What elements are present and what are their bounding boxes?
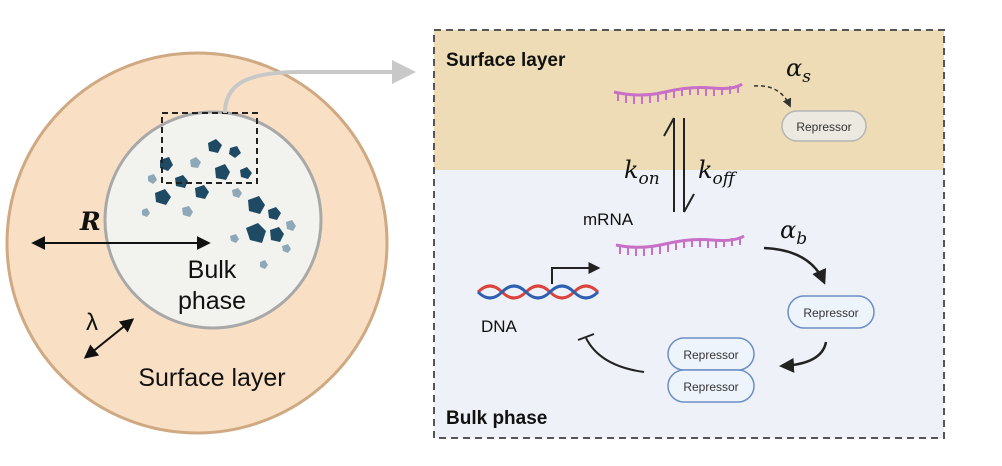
particle (160, 157, 173, 171)
zoom-connector (223, 70, 395, 114)
bulk-phase-title: Bulk phase (446, 408, 547, 429)
particle (148, 174, 157, 184)
particle (155, 189, 171, 205)
particle (208, 139, 222, 153)
dimer-repressor-top-label: Repressor (683, 348, 738, 362)
surface-mrna (613, 82, 743, 104)
dna-helix (476, 284, 600, 300)
k-on-label: kon (624, 156, 660, 189)
particle (230, 234, 239, 243)
particle (270, 227, 284, 242)
bulk-mrna (615, 234, 745, 256)
particle (190, 157, 201, 168)
particle (182, 206, 193, 217)
particle (260, 260, 268, 269)
particle-cluster (142, 139, 296, 269)
alpha-s-label: αs (786, 54, 811, 87)
dimer-repressor-bottom (667, 369, 755, 403)
dna-label: DNA (481, 317, 518, 336)
particle (240, 167, 252, 179)
k-off-label: koff (698, 156, 738, 189)
repression-bar (577, 333, 595, 341)
particle (229, 146, 241, 158)
particle (248, 196, 265, 214)
bulk-phase-label-line1: Bulk (188, 256, 237, 284)
particle (232, 188, 242, 198)
bulk-repressor (787, 295, 875, 329)
zoomed-panel: Surface layer Bulk phase αs Repressor (433, 29, 945, 439)
repression-arrow (585, 337, 645, 373)
particle (268, 207, 281, 220)
bulk-phase-label-line2: phase (178, 287, 246, 315)
dimerization-arrow (779, 341, 828, 373)
zoom-region-box (161, 112, 258, 184)
particle (282, 244, 291, 253)
particle (195, 185, 209, 199)
bulk-repressor-label: Repressor (803, 306, 858, 320)
surface-layer-title: Surface layer (446, 50, 566, 71)
particle (246, 223, 266, 243)
surface-band (434, 30, 944, 170)
particle (175, 175, 188, 188)
particle (286, 220, 296, 231)
promoter-arrow (551, 262, 601, 284)
mrna-label: mRNA (583, 210, 634, 229)
alpha-b-label: αb (780, 216, 807, 249)
panel-border (433, 29, 945, 439)
surface-repressor-label: Repressor (796, 120, 851, 134)
surface-layer-label: Surface layer (138, 364, 285, 392)
alpha-s-arrow (753, 85, 792, 108)
radius-label: R (79, 207, 101, 236)
dimer-repressor-bottom-label: Repressor (683, 380, 738, 394)
particle (215, 164, 230, 180)
thickness-label: λ (86, 309, 98, 336)
surface-repressor (781, 110, 867, 142)
particle (142, 208, 150, 217)
thickness-arrow (83, 318, 135, 359)
zoom-connector-arrowhead (392, 60, 416, 84)
droplet-schematic: R λ Bulk phase Surface layer (5, 51, 416, 435)
translation-arrow (763, 246, 827, 285)
binding-equilibrium-arrows (663, 117, 695, 213)
